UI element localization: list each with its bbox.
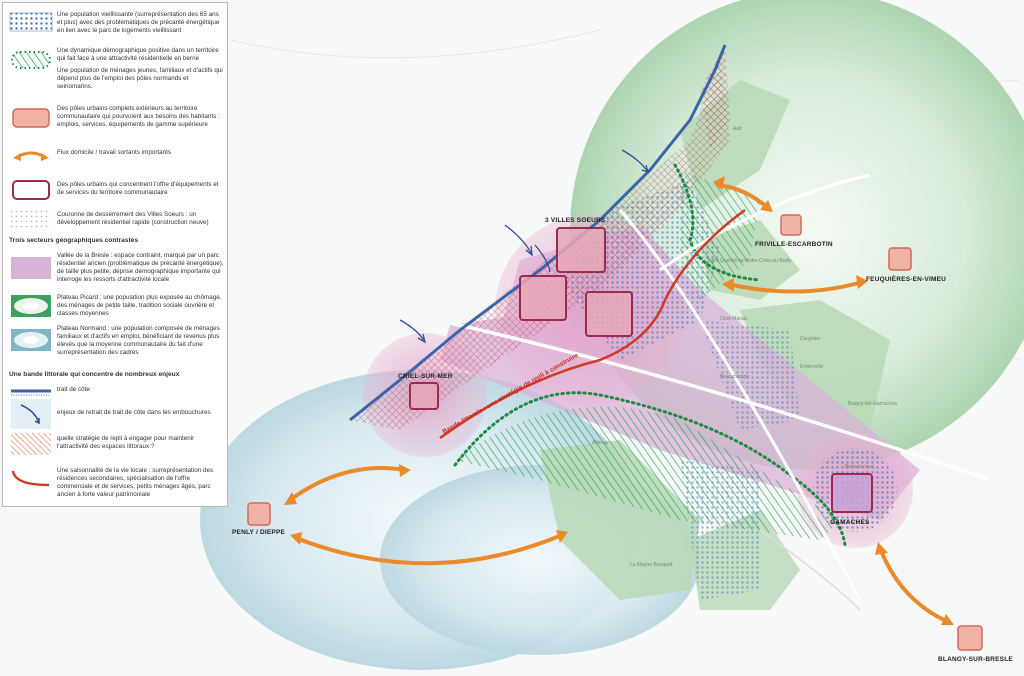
flow-criel-penly bbox=[288, 466, 407, 502]
sector-divider bbox=[618, 209, 862, 601]
legend-text-young: Une population de ménages jeunes, famili… bbox=[57, 67, 223, 90]
road bbox=[759, 529, 861, 611]
legend-text-external-poles: Des pôles urbains complets extérieurs au… bbox=[57, 105, 220, 128]
pole-criel bbox=[409, 382, 439, 410]
aging-population-area bbox=[700, 320, 800, 430]
legend-swatch-external-pole bbox=[12, 108, 50, 128]
legend-text-aging: Une population vieillissante (surreprése… bbox=[57, 11, 220, 34]
legend-text-internal-poles: Des pôles urbains qui concentrent l'offr… bbox=[57, 181, 219, 196]
dynamic-population-area bbox=[455, 406, 840, 540]
pole-gamaches bbox=[831, 473, 873, 513]
town-label: Embreville bbox=[800, 364, 824, 370]
legend-swatch-crown bbox=[11, 211, 51, 229]
external-poles bbox=[247, 214, 983, 651]
flow-feuquieres bbox=[726, 280, 864, 294]
pole-friville bbox=[780, 214, 802, 236]
label-gamaches: GAMACHES bbox=[830, 519, 870, 526]
internal-poles bbox=[409, 227, 873, 513]
legend-text-crown: Couronne de desserrement des Villes Soeu… bbox=[57, 211, 209, 226]
legend-swatch-internal-pole bbox=[12, 180, 50, 200]
label-blangy: BLANGY-SUR-BRESLE bbox=[938, 656, 1013, 663]
legend-text-normand: Plateau Normand : une population composé… bbox=[57, 325, 220, 356]
legend-swatch-flow-arrow-icon bbox=[13, 151, 49, 161]
legend-heading-coast: Une bande littorale qui concentre de nom… bbox=[9, 371, 180, 378]
pole-blangy bbox=[957, 625, 983, 651]
flow-penly bbox=[294, 533, 564, 566]
map-legend: Une population vieillissante (surreprése… bbox=[2, 2, 228, 507]
legend-text-bresle: Vallée de la Bresle : espace contraint, … bbox=[57, 252, 224, 283]
dynamic-outline bbox=[453, 391, 847, 547]
dynamic-population-area bbox=[680, 170, 760, 300]
pole-villes-soeurs-2 bbox=[519, 275, 567, 321]
flow-arrowheads bbox=[284, 176, 954, 625]
label-criel: CRIEL-SUR-MER bbox=[398, 373, 453, 380]
legend-swatch-seasonality bbox=[11, 470, 50, 487]
legend-swatch-coastline bbox=[11, 389, 51, 396]
label-friville: FRIVILLE-ESCARBOTIN bbox=[755, 241, 833, 248]
legend-swatch-normand bbox=[11, 329, 51, 351]
legend-swatch-aging bbox=[9, 12, 53, 32]
town-label: Buigny-lès-Gamaches bbox=[848, 401, 898, 407]
pole-villes-soeurs-3 bbox=[585, 291, 633, 337]
legend-swatch-strategy bbox=[11, 433, 51, 455]
pole-villes-soeurs-1 bbox=[556, 227, 606, 273]
legend-text-seasonality: Une saisonnalité de la vie locale : surr… bbox=[57, 467, 214, 498]
legend-swatch-dynamic bbox=[11, 51, 51, 69]
town-label: Ault bbox=[733, 126, 742, 132]
town-label: Beauchamps bbox=[720, 374, 750, 380]
pole-penly bbox=[247, 502, 271, 526]
legend-swatch-picard bbox=[11, 295, 51, 317]
label-villes-soeurs: 3 VILLES SOEURS bbox=[545, 217, 606, 224]
legend-heading-sectors: Trois secteurs géographiques contrastés bbox=[9, 237, 138, 244]
town-label: Allenay bbox=[592, 440, 609, 446]
coastline bbox=[349, 44, 727, 422]
legend-text-dynamic: Une dynamique démographique positive dan… bbox=[57, 47, 219, 62]
dynamic-outline bbox=[673, 163, 762, 282]
town-label: Dargnies bbox=[800, 336, 821, 342]
town-label: Saint-Quentin-la-Motte-Croix-au-Bailly bbox=[707, 258, 792, 264]
town-label: Bouvaincourt bbox=[845, 464, 875, 470]
label-feuquieres: FEUQUIÈRES-EN-VIMEU bbox=[866, 274, 946, 283]
legend-swatch-retreat-arrow-icon bbox=[11, 399, 51, 429]
pole-feuquieres bbox=[888, 247, 912, 271]
town-label: La Mayne-Bouquet bbox=[630, 562, 673, 568]
flow-blangy bbox=[878, 546, 950, 624]
legend-text-strategy: quelle stratégie de repli à engager pour… bbox=[57, 435, 195, 450]
legend-text-coastline: trait de côte bbox=[57, 386, 90, 393]
label-penly: PENLY / DIEPPE bbox=[232, 529, 285, 536]
sector-divider bbox=[449, 321, 991, 482]
seasonality-line bbox=[439, 208, 746, 440]
retreat-arrow-icons bbox=[399, 149, 649, 344]
legend-text-retreat: enjeux de retrait de trait de côte dans … bbox=[57, 409, 211, 416]
sector-divider bbox=[659, 173, 871, 272]
legend-swatch-bresle bbox=[11, 257, 51, 279]
coastal-retreat-area bbox=[700, 45, 730, 150]
town-label: Oust-Marais bbox=[720, 316, 748, 322]
commute-flow-arrows bbox=[288, 183, 950, 624]
legend-text-picard: Plateau Picard : une population plus exp… bbox=[57, 294, 222, 317]
coastal-retreat-area bbox=[350, 60, 730, 430]
legend-text-flows: Flux domicile / travail sortants importa… bbox=[57, 149, 172, 156]
